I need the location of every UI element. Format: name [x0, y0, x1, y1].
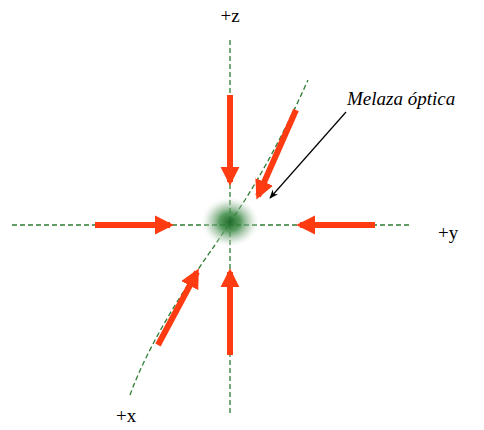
axis-label: +y [438, 223, 458, 244]
axis-label: +x [116, 406, 136, 427]
laser-arrow [95, 222, 170, 228]
atom-cloud [200, 196, 260, 248]
callout-label: Melaza óptica [347, 89, 455, 110]
laser-arrow [227, 272, 233, 355]
axis-label: +z [220, 6, 239, 27]
leader-arrow [270, 112, 346, 198]
laser-arrow [300, 222, 375, 228]
laser-beams [95, 95, 375, 355]
x-axis [130, 80, 308, 395]
laser-arrow [258, 110, 296, 196]
laser-arrow [158, 272, 197, 345]
laser-arrow [227, 95, 233, 182]
